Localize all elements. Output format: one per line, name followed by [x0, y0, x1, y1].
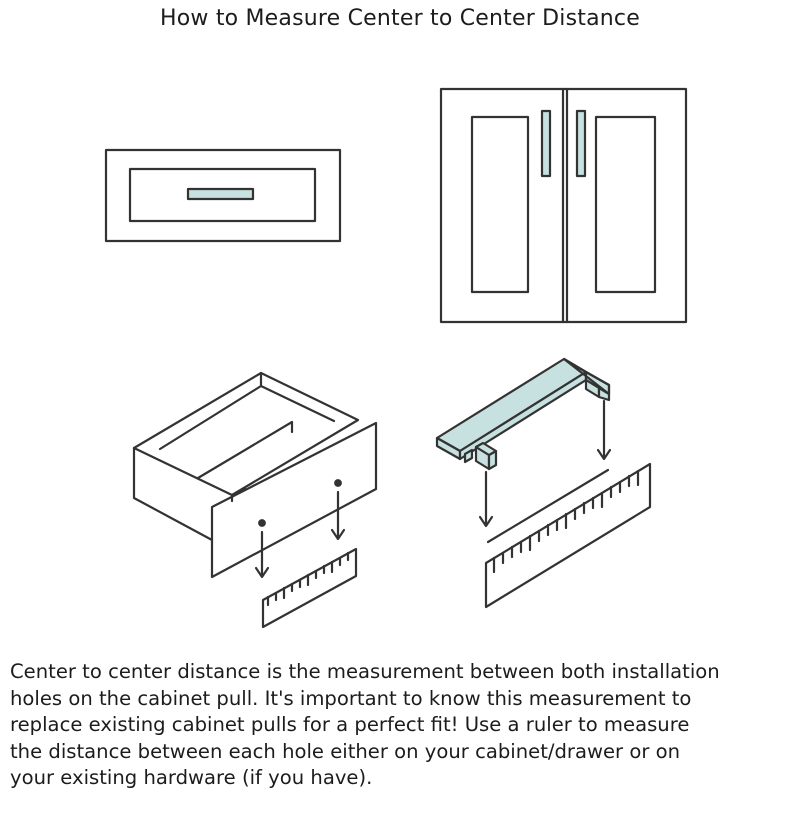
- description-line: the distance between each hole either on…: [10, 739, 681, 763]
- description-line: your existing hardware (if you have).: [10, 766, 373, 790]
- drawer-ruler-illustration: [261, 547, 358, 629]
- drawer-front-illustration: [104, 148, 342, 243]
- description-line: Center to center distance is the measure…: [10, 660, 720, 683]
- drawer-box-illustration: [132, 371, 378, 579]
- description-text: Center to center distance is the measure…: [10, 659, 795, 792]
- illustration: [104, 87, 688, 629]
- description-line: replace existing cabinet pulls for a per…: [10, 713, 690, 737]
- pull-ruler-illustration: [484, 462, 652, 609]
- cabinet-pull-illustration: [435, 357, 612, 544]
- description-line: holes on the cabinet pull. It's importan…: [10, 686, 692, 710]
- cabinet-doors-illustration: [439, 87, 688, 324]
- diagram-title: How to Measure Center to Center Distance: [160, 6, 640, 31]
